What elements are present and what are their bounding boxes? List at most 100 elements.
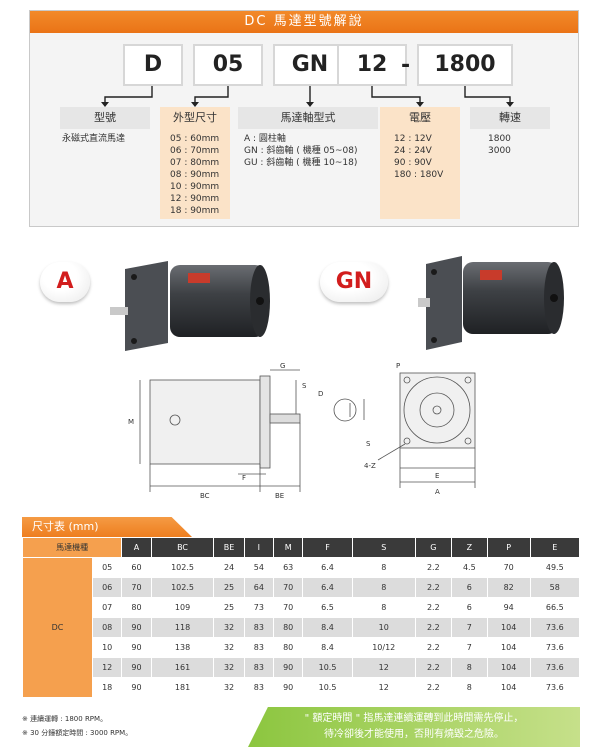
value-cell: 80 (273, 617, 304, 638)
list-item: 3000 (488, 146, 511, 156)
list-item: 06 : 70mm (170, 146, 220, 156)
value-cell: 73.6 (529, 637, 581, 658)
value-cell: 2.2 (414, 577, 452, 598)
value-cell: 70 (273, 597, 304, 618)
code-connectors (101, 86, 514, 107)
header-g: G (414, 537, 452, 558)
value-cell: 8 (450, 677, 488, 698)
value-cell: 104 (486, 617, 531, 638)
label-g: G (280, 362, 285, 370)
header-p: P (486, 537, 531, 558)
value-cell: 70 (121, 577, 152, 598)
value-cell: 83 (243, 677, 275, 698)
value-cell: 12 (351, 657, 416, 678)
value-cell: 181 (150, 677, 215, 698)
header-z: Z (450, 537, 488, 558)
value-cell: 90 (121, 657, 152, 678)
code-voltage-box: 12 (337, 44, 407, 86)
header-bc: BC (150, 537, 215, 558)
value-cell: 118 (150, 617, 215, 638)
value-cell: 54 (243, 557, 275, 578)
header-be: BE (213, 537, 245, 558)
value-cell: 2.2 (414, 637, 452, 658)
value-cell: 6 (450, 597, 488, 618)
list-item: 180 : 180V (394, 170, 444, 180)
rated-time-notice: " 額定時間 " 指馬達連續運轉到此時間需先停止， 待冷卻後才能使用，否則有燒毀… (248, 707, 580, 747)
header-f: F (302, 537, 353, 558)
value-cell: 104 (486, 637, 531, 658)
value-cell: 25 (213, 577, 245, 598)
value-cell: 2.2 (414, 657, 452, 678)
panel-title: DC 馬達型號解說 (30, 11, 578, 33)
label-s2: S (366, 440, 371, 448)
list-item: 90 : 90V (394, 158, 432, 168)
voltage-column-header: 電壓 (380, 107, 460, 129)
value-cell: 32 (213, 637, 245, 658)
list-item: 1800 (488, 134, 511, 144)
value-cell: 6.4 (302, 577, 353, 598)
list-item: GN : 斜齒軸 ( 機種 05~08) (244, 146, 358, 156)
motor-gn-photo (418, 256, 564, 350)
list-item: GU : 斜齒軸 ( 機種 10~18) (244, 158, 358, 168)
value-cell: 8 (351, 597, 416, 618)
value-cell: 6.5 (302, 597, 353, 618)
label-m: M (128, 418, 134, 426)
dimension-drawings: G S M D F BC BE P S 4-Z E A (128, 362, 476, 500)
value-cell: 8.4 (302, 617, 353, 638)
value-cell: 58 (529, 577, 581, 598)
value-cell: 12 (351, 677, 416, 698)
list-item: 永磁式直流馬達 (62, 134, 126, 144)
list-item: 24 : 24V (394, 146, 432, 156)
value-cell: 2.2 (414, 597, 452, 618)
header-m: M (273, 537, 304, 558)
model-cell: 06 (91, 577, 123, 598)
size-column-header: 外型尺寸 (160, 107, 230, 129)
label-p: P (396, 362, 400, 370)
value-cell: 138 (150, 637, 215, 658)
label-4z: 4-Z (364, 462, 376, 470)
value-cell: 83 (243, 637, 275, 658)
label-bc: BC (200, 492, 210, 500)
value-cell: 32 (213, 617, 245, 638)
header-s: S (351, 537, 416, 558)
value-cell: 109 (150, 597, 215, 618)
value-cell: 7 (450, 617, 488, 638)
list-item: 12 : 90mm (170, 194, 220, 204)
code-dash: - (401, 53, 411, 78)
list-item: 07 : 80mm (170, 158, 220, 168)
value-cell: 104 (486, 657, 531, 678)
label-e: E (435, 472, 439, 480)
type-column-header: 型號 (60, 107, 150, 129)
footnotes: ※ 連續運轉 : 1800 RPM。 ※ 30 分鐘額定時間 : 3000 RP… (22, 712, 132, 740)
value-cell: 73.6 (529, 657, 581, 678)
value-cell: 90 (121, 637, 152, 658)
value-cell: 24 (213, 557, 245, 578)
type-a-badge: A (40, 262, 90, 302)
header-e: E (529, 537, 581, 558)
model-cell: 07 (91, 597, 123, 618)
value-cell: 10.5 (302, 657, 353, 678)
value-cell: 161 (150, 657, 215, 678)
value-cell: 64 (243, 577, 275, 598)
label-d: D (318, 390, 323, 398)
value-cell: 90 (121, 617, 152, 638)
label-f: F (242, 474, 246, 482)
list-item: 18 : 90mm (170, 206, 220, 216)
value-cell: 49.5 (529, 557, 581, 578)
model-code-panel: DC 馬達型號解說 D 05 GN 12 - 1800 型號 永磁式直流馬達 外… (29, 10, 579, 227)
value-cell: 8 (351, 557, 416, 578)
value-cell: 90 (273, 677, 304, 698)
value-cell: 73.6 (529, 617, 581, 638)
value-cell: 10.5 (302, 677, 353, 698)
value-cell: 80 (121, 597, 152, 618)
value-cell: 82 (486, 577, 531, 598)
value-cell: 90 (273, 657, 304, 678)
value-cell: 70 (273, 577, 304, 598)
